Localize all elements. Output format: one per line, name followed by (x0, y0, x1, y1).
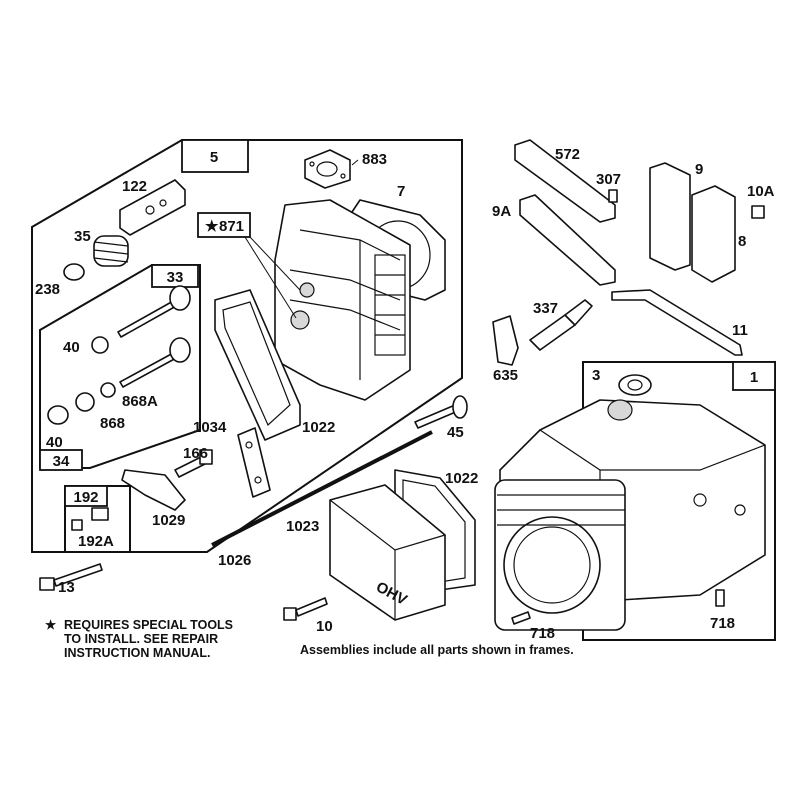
label-10: 10 (316, 618, 333, 635)
label-1: 1 (750, 369, 758, 386)
label-9: 9 (695, 161, 703, 178)
special-tools-star: ★ (45, 618, 57, 632)
part-engine-block (494, 399, 766, 631)
part-337-spark-plug (529, 299, 593, 351)
part-868a-seal (100, 382, 116, 398)
label-166: 166 (183, 445, 208, 462)
label-871: 871 (219, 218, 244, 235)
part-166-rocker-stud (174, 449, 213, 478)
part-238-valve-cap (63, 263, 85, 281)
part-valve-exhaust (117, 285, 191, 338)
label-337: 337 (533, 300, 558, 317)
label-11: 11 (732, 322, 748, 339)
label-718-left: 718 (530, 625, 555, 642)
part-307-screw (608, 189, 618, 203)
label-7: 7 (397, 183, 405, 200)
part-1023-rocker-cover: OHV (329, 484, 446, 621)
part-1034-guide-plate (237, 427, 271, 498)
special-tool-box-871 (197, 212, 251, 238)
label-40-upper: 40 (63, 339, 80, 356)
part-883-intake-gasket (304, 149, 351, 189)
part-35-valve-spring (93, 235, 129, 267)
assemblies-note: Assemblies include all parts shown in fr… (300, 643, 574, 657)
special-tools-note-line-3: INSTRUCTION MANUAL. (64, 646, 211, 660)
label-5: 5 (210, 149, 218, 166)
part-40-keeper-upper (91, 336, 109, 354)
part-10-bolt (283, 597, 328, 621)
label-718-right: 718 (710, 615, 735, 632)
label-635: 635 (493, 367, 518, 384)
label-307: 307 (596, 171, 621, 188)
part-11-dipstick-tube (611, 289, 743, 356)
label-868: 868 (100, 415, 125, 432)
frame-label-box-34 (39, 449, 83, 471)
label-9A: 9A (492, 203, 511, 220)
label-868A: 868A (122, 393, 158, 410)
part-122-breather-plate (119, 179, 186, 236)
label-1022-lower: 1022 (445, 470, 478, 487)
frame-label-box-192 (64, 485, 108, 507)
part-718-dowel-right (715, 589, 725, 607)
label-192: 192 (73, 489, 98, 506)
part-1029-rocker-arm (121, 469, 186, 511)
frame-label-box-1 (732, 361, 776, 391)
label-1023: 1023 (286, 518, 319, 535)
part-9a-gasket (519, 194, 616, 286)
part-8-breather-cover (691, 185, 736, 283)
part-635-spark-plug-boot (492, 315, 519, 366)
label-13: 13 (58, 579, 75, 596)
part-1026-push-rod (211, 430, 433, 547)
part-572-gasket (514, 139, 616, 223)
label-33: 33 (167, 269, 184, 286)
label-1034: 1034 (193, 419, 227, 436)
label-35: 35 (74, 228, 91, 245)
part-40-keeper-lower (47, 405, 69, 425)
label-34: 34 (53, 453, 70, 470)
label-871-star: ★ (205, 218, 219, 235)
special-tools-note-line-1: REQUIRES SPECIAL TOOLS (64, 618, 233, 632)
label-883: 883 (362, 151, 387, 168)
part-13-bolt (39, 563, 103, 591)
label-238: 238 (35, 281, 60, 298)
label-572: 572 (555, 146, 580, 163)
frame-label-box-5 (181, 139, 249, 173)
label-45: 45 (447, 424, 464, 441)
label-10A: 10A (747, 183, 775, 200)
label-1029: 1029 (152, 512, 185, 529)
label-192A: 192A (78, 533, 114, 550)
label-3: 3 (592, 367, 600, 384)
part-1022-gasket-upper (214, 289, 301, 441)
special-tools-note-line-2: TO INSTALL. SEE REPAIR (64, 632, 218, 646)
part-192a-screw (71, 519, 83, 531)
label-1026: 1026 (218, 552, 251, 569)
part-cylinder-head (274, 199, 411, 401)
part-45-valve (414, 395, 468, 429)
part-718-dowel-left (511, 611, 531, 625)
part-3-oil-seal (618, 374, 652, 396)
label-1022-upper: 1022 (302, 419, 335, 436)
part-192-nut (91, 507, 109, 521)
part-10a-screw (751, 205, 765, 219)
label-40-lower: 40 (46, 434, 63, 451)
part-valve-intake (119, 337, 191, 388)
part-868-rotator (75, 392, 95, 412)
label-122: 122 (122, 178, 147, 195)
label-8: 8 (738, 233, 746, 250)
part-9-breather-gasket (649, 162, 691, 271)
